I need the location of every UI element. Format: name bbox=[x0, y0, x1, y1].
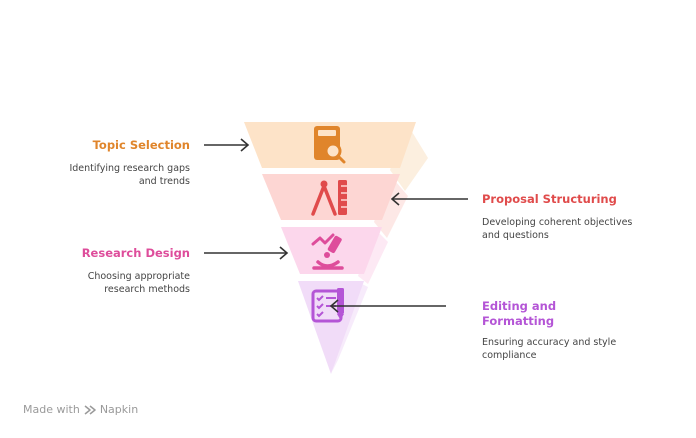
stage-desc-editing-formatting: Ensuring accuracy and style compliance bbox=[482, 337, 616, 362]
arrow-topic-selection bbox=[204, 138, 250, 152]
stage-4-side bbox=[332, 282, 368, 372]
microscope-icon bbox=[311, 233, 344, 270]
footer-brand: Napkin bbox=[99, 403, 139, 416]
desc-line: Developing coherent objectives bbox=[482, 217, 633, 228]
desc-line: and trends bbox=[138, 175, 190, 187]
stage-desc-research-design: Choosing appropriate research methods bbox=[88, 271, 190, 296]
arrow-editing-formatting bbox=[329, 299, 446, 313]
stage-1-side bbox=[390, 122, 428, 191]
stage-2-band bbox=[262, 174, 400, 220]
desc-line: research methods bbox=[104, 283, 190, 295]
arrow-research-design bbox=[204, 246, 289, 260]
napkin-logo-icon bbox=[84, 404, 96, 415]
stage-desc-topic-selection: Identifying research gaps and trends bbox=[69, 163, 190, 188]
arrow-proposal-structuring bbox=[390, 192, 468, 206]
stage-title-editing-formatting: Editing and Formatting bbox=[482, 299, 557, 328]
desc-line: compliance bbox=[482, 349, 537, 361]
desc-line: Ensuring accuracy and style bbox=[482, 337, 617, 348]
desc-line: and questions bbox=[482, 229, 549, 241]
desc-line: Choosing appropriate bbox=[87, 271, 190, 282]
stage-desc-proposal-structuring: Developing coherent objectives and quest… bbox=[482, 217, 632, 242]
drafting-tools-icon bbox=[311, 180, 347, 216]
stage-2-side bbox=[374, 175, 408, 238]
stage-title-research-design: Research Design bbox=[81, 246, 190, 260]
footer-text: Made with bbox=[23, 403, 80, 416]
book-search-icon bbox=[314, 126, 346, 164]
stage-4-band bbox=[298, 281, 364, 374]
stage-title-topic-selection: Topic Selection bbox=[92, 138, 190, 152]
napkin-footer: Made with Napkin bbox=[23, 403, 138, 416]
stage-title-proposal-structuring: Proposal Structuring bbox=[482, 192, 617, 206]
desc-line: Identifying research gaps bbox=[69, 163, 190, 174]
